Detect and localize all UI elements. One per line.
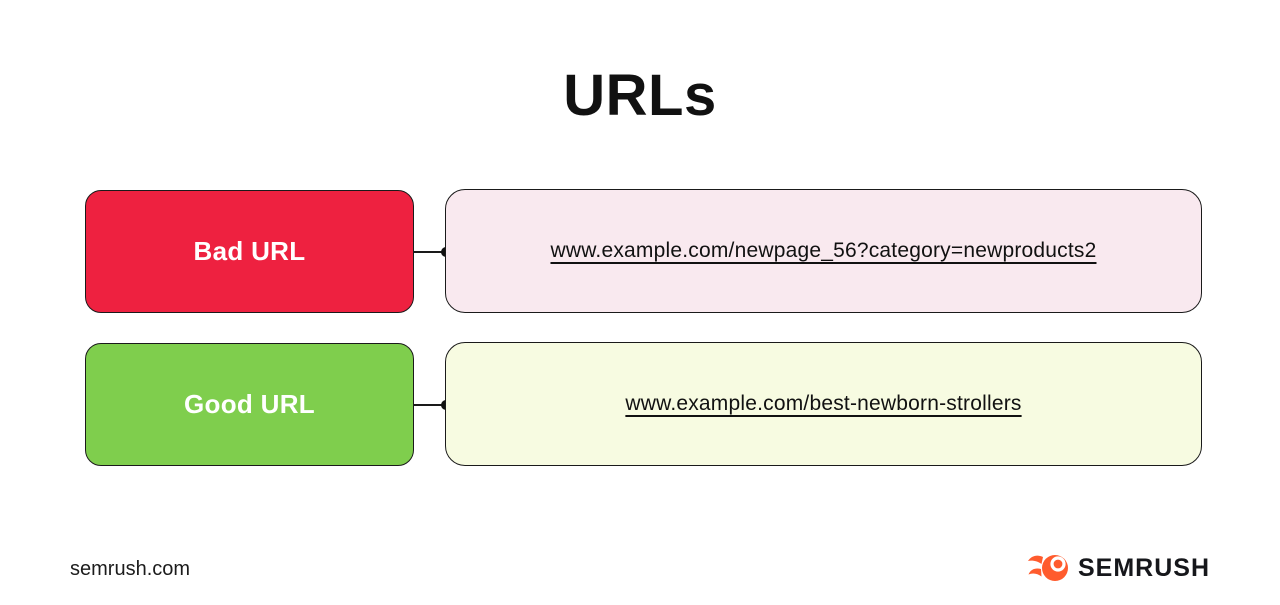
source-site-label: semrush.com xyxy=(70,558,191,580)
semrush-flame-icon xyxy=(1027,555,1068,581)
good-url-label-box: Good URL xyxy=(85,343,414,466)
bad-url-label-box: Bad URL xyxy=(85,190,414,313)
page-title: URLs xyxy=(563,63,717,128)
good-url-connector-line xyxy=(413,400,451,410)
good-url-label: Good URL xyxy=(184,389,315,419)
bad-url-value-box: www.example.com/newpage_56?category=newp… xyxy=(445,189,1202,313)
semrush-wordmark: SEMRUSH xyxy=(1077,553,1210,582)
semrush-logo: SEMRUSH xyxy=(1027,551,1210,585)
bad-url-label: Bad URL xyxy=(193,236,306,266)
bad-url-connector-line xyxy=(413,247,451,257)
bad-url-text: www.example.com/newpage_56?category=newp… xyxy=(550,239,1097,262)
good-url-value-box: www.example.com/best-newborn-strollers xyxy=(445,342,1202,466)
good-url-text: www.example.com/best-newborn-strollers xyxy=(625,392,1022,415)
